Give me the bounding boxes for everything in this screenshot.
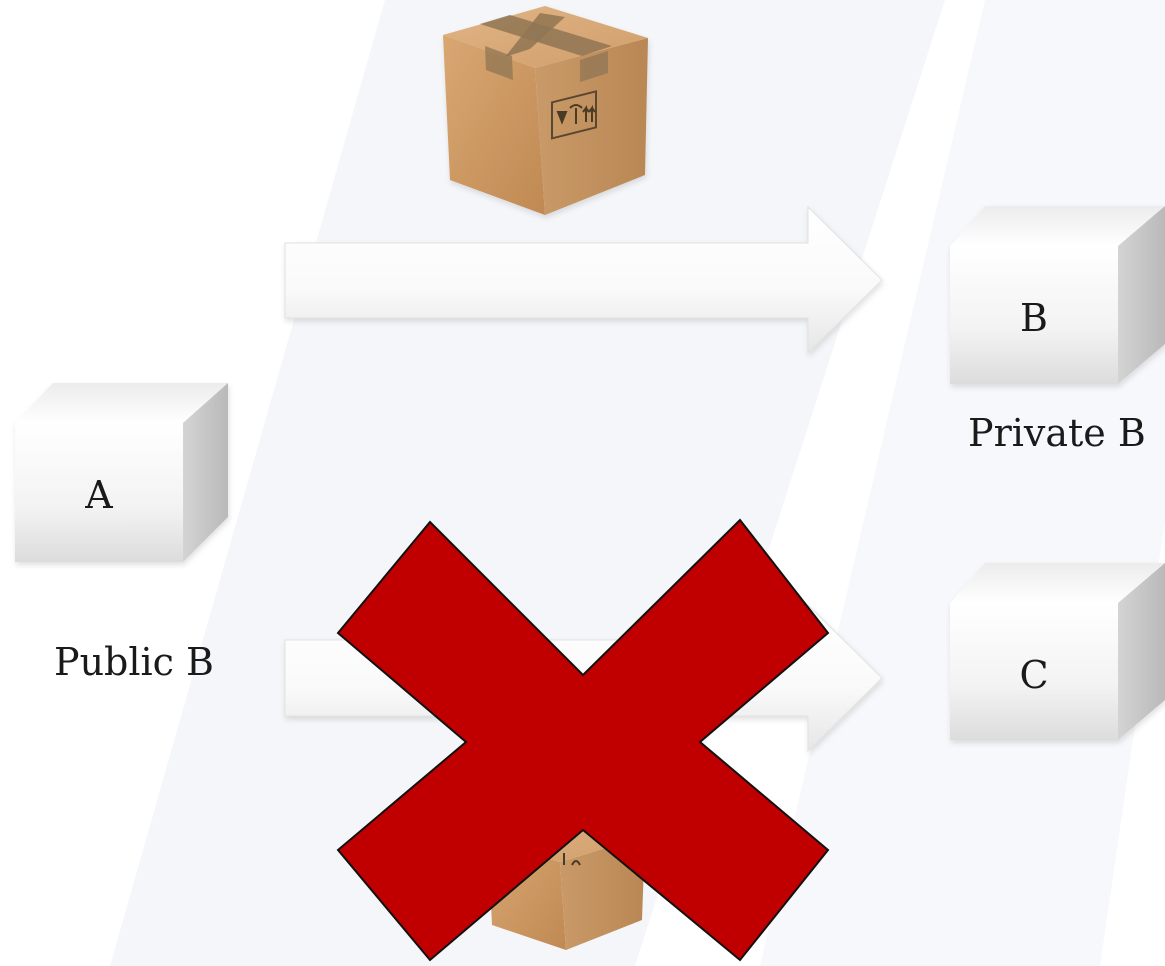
node-b-label: B [1020,296,1048,340]
private-b-caption: Private B [968,411,1146,455]
node-a-label: A [85,473,113,517]
cube-c [950,563,1165,740]
cube-a [15,383,228,562]
node-c-label: C [1019,653,1049,697]
cross-icon [336,518,830,962]
package-icon-top [443,6,648,215]
cube-b [950,206,1165,384]
arrow-right-icon-to-b [284,205,883,355]
public-b-caption: Public B [54,640,214,684]
